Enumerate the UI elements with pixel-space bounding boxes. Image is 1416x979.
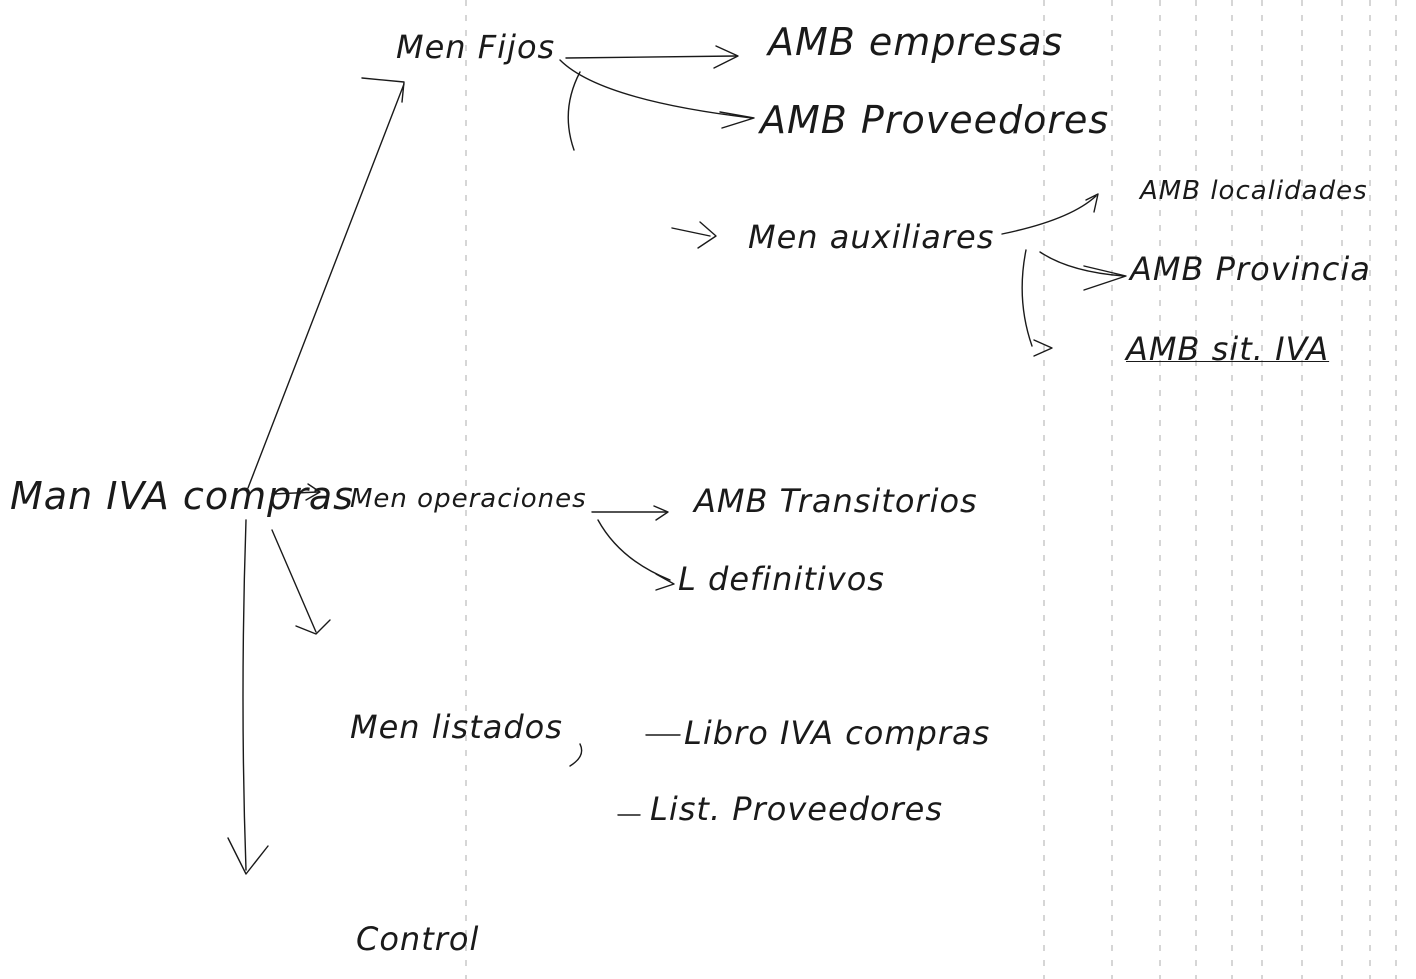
- arrow-root-to-fijos: [247, 83, 405, 489]
- node-libro-iva: Libro IVA compras: [684, 714, 991, 752]
- node-abm-empresas: AMB empresas: [768, 20, 1064, 64]
- background-guide-lines: [465, 0, 1397, 979]
- arrow-listados-hint: [569, 743, 583, 767]
- arrowhead-localidades: [1085, 193, 1099, 213]
- arrowhead-transitorios: [653, 505, 669, 521]
- node-auxiliares: Men auxiliares: [748, 218, 995, 256]
- arrow-root-to-listados: [271, 529, 317, 633]
- arrow-op-to-definitivos: [597, 519, 671, 581]
- arrow-aux-to-situacion: [1021, 249, 1033, 347]
- node-listados: Men listados: [350, 708, 563, 746]
- arrows: [227, 45, 1127, 875]
- node-abm-provincia: AMB Provincia: [1130, 250, 1371, 288]
- node-root: Man IVA compras: [10, 474, 354, 518]
- arrow-root-to-control: [242, 519, 247, 871]
- arrow-fijos-to-empresas: [565, 55, 737, 59]
- node-abm-proveedores: AMB Proveedores: [760, 98, 1110, 142]
- arrow-fijos-to-proveedores: [559, 59, 753, 119]
- node-list-proveedores: List. Proveedores: [650, 790, 944, 828]
- node-operaciones: Men operaciones: [350, 484, 587, 514]
- arrow-fijos-to-auxiliares-start: [567, 71, 581, 151]
- arrowhead-definitivos: [655, 573, 675, 591]
- node-abm-localidades: AMB localidades: [1140, 176, 1368, 206]
- arrowhead-situacion: [1033, 339, 1053, 357]
- arrowhead-empresas: [713, 45, 739, 69]
- arrow-to-auxiliares: [671, 227, 711, 237]
- arrowhead-provincia: [1083, 265, 1127, 291]
- arrow-aux-to-provincia: [1039, 251, 1125, 277]
- arrowhead-auxiliares: [697, 221, 717, 249]
- arrowhead-proveedores: [719, 111, 755, 129]
- arrow-aux-to-localidades: [1001, 195, 1097, 235]
- node-fijos: Men Fijos: [396, 28, 556, 66]
- arrowhead-operaciones: [305, 483, 321, 501]
- node-abm-sit-iva: AMB sit. IVA: [1126, 330, 1330, 368]
- arrowhead-fijos: [361, 77, 405, 103]
- arrowhead-listados: [295, 619, 331, 635]
- arrowhead-control: [227, 837, 269, 875]
- node-abm-transitorios: AMB Transitorios: [694, 482, 978, 520]
- node-definitivos: L definitivos: [678, 560, 885, 598]
- arrow-root-to-operaciones: [271, 491, 319, 495]
- node-control: Control: [356, 920, 480, 958]
